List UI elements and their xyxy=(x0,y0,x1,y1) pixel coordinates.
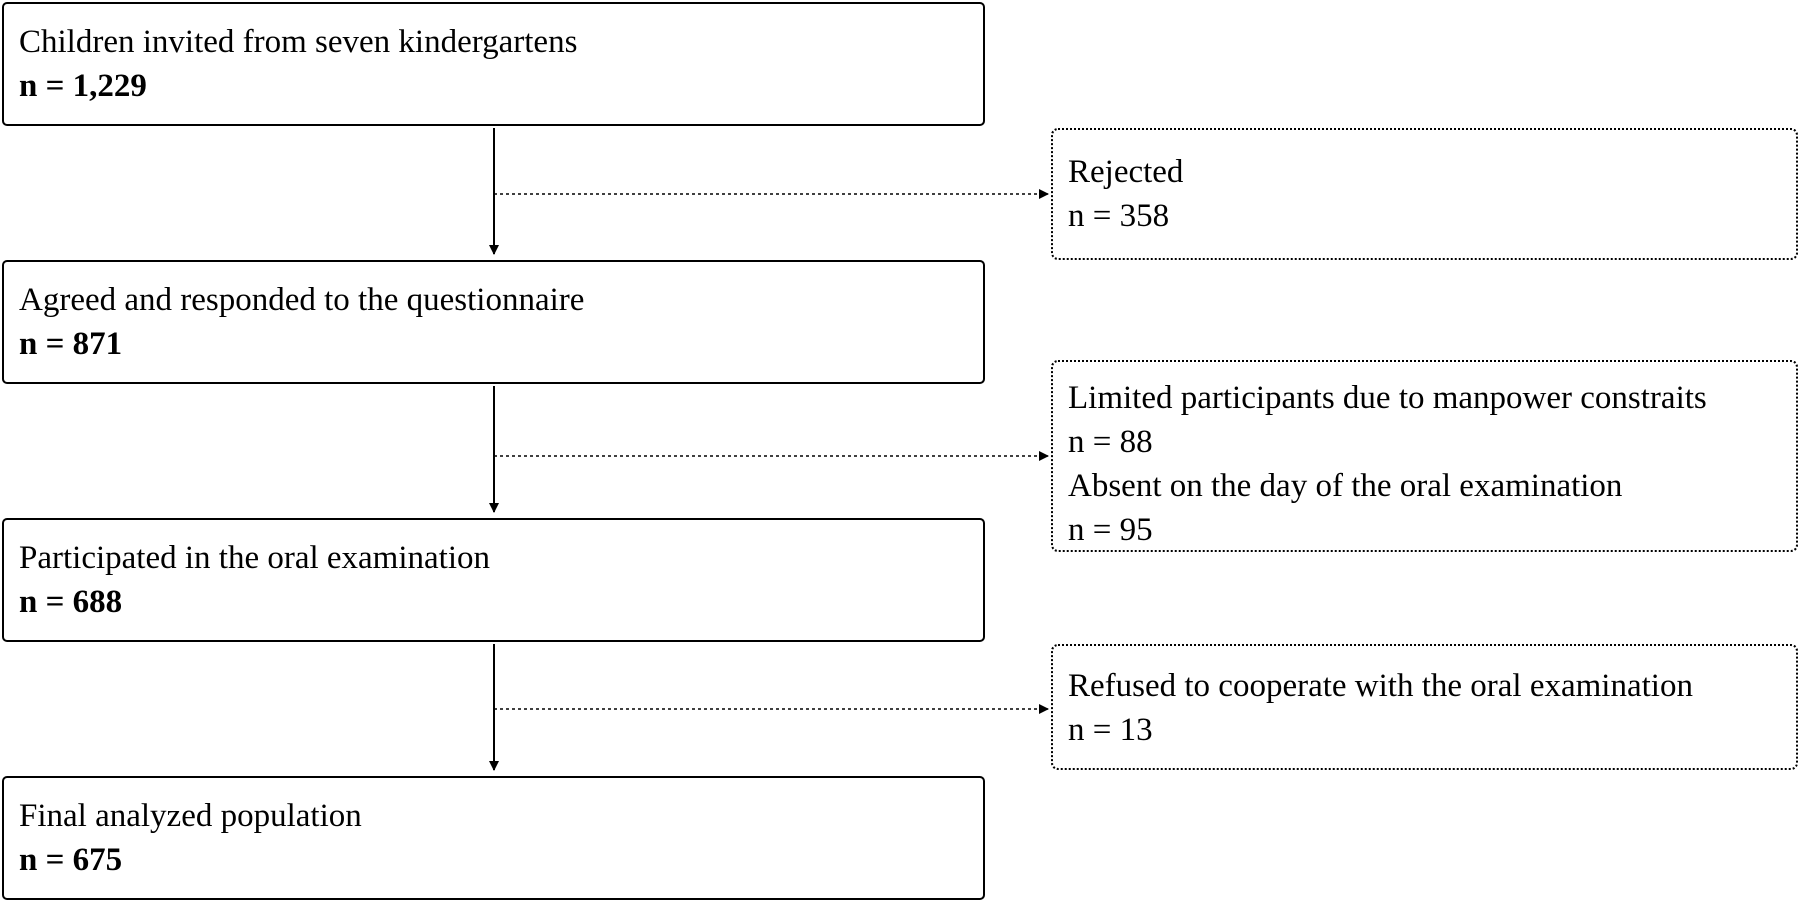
exclusion-count: n = 358 xyxy=(1068,198,1170,234)
exclusion-box-rejected: Rejected n = 358 xyxy=(1051,128,1798,260)
exclusion-box-limited-absent: Limited participants due to manpower con… xyxy=(1051,360,1798,552)
exclusion-label: Rejected xyxy=(1068,154,1184,190)
stage-count: n = 871 xyxy=(19,326,123,362)
stage-count: n = 688 xyxy=(19,584,123,620)
exclusion-count: n = 95 xyxy=(1068,512,1153,548)
exclusion-count: n = 88 xyxy=(1068,424,1153,460)
stage-label: Participated in the oral examination xyxy=(19,540,491,576)
stage-box-oral-exam: Participated in the oral examination n =… xyxy=(2,518,985,642)
stage-count: n = 675 xyxy=(19,842,123,878)
stage-label: Children invited from seven kindergarten… xyxy=(19,24,578,60)
exclusion-label: Refused to cooperate with the oral exami… xyxy=(1068,668,1693,704)
stage-box-invited: Children invited from seven kindergarten… xyxy=(2,2,985,126)
stage-box-final: Final analyzed population n = 675 xyxy=(2,776,985,900)
stage-label: Final analyzed population xyxy=(19,798,362,834)
stage-box-questionnaire: Agreed and responded to the questionnair… xyxy=(2,260,985,384)
stage-label: Agreed and responded to the questionnair… xyxy=(19,282,585,318)
exclusion-box-refused: Refused to cooperate with the oral exami… xyxy=(1051,644,1798,770)
exclusion-count: n = 13 xyxy=(1068,712,1153,748)
stage-count: n = 1,229 xyxy=(19,68,147,104)
exclusion-label: Absent on the day of the oral examinatio… xyxy=(1068,468,1623,504)
exclusion-label: Limited participants due to manpower con… xyxy=(1068,380,1707,416)
